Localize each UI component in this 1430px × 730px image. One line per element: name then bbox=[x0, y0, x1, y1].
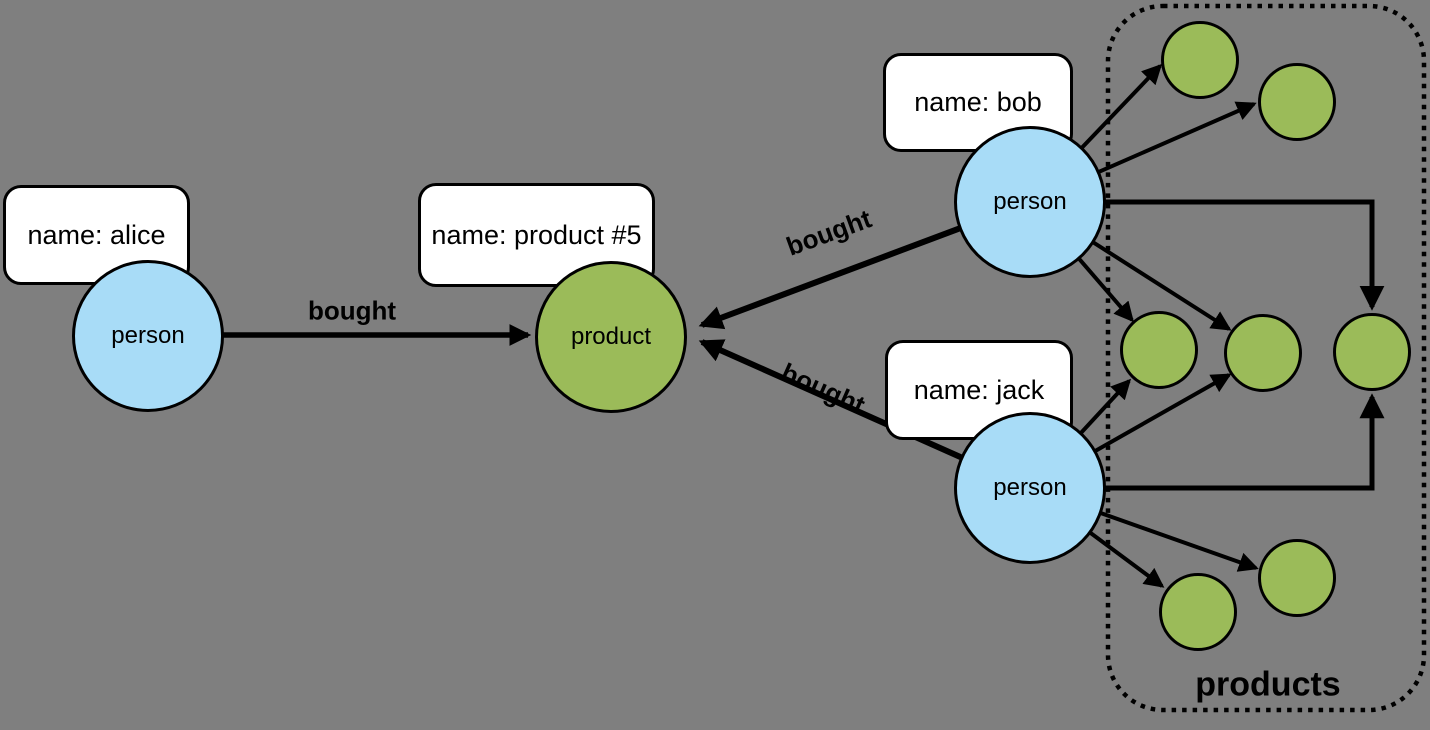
node-product-6 bbox=[1159, 573, 1237, 651]
node-person-alice: person bbox=[72, 260, 224, 412]
node-product-2 bbox=[1258, 63, 1336, 141]
node-product-5: product bbox=[535, 261, 687, 413]
property-text-product5: name: product #5 bbox=[431, 219, 642, 250]
node-person-bob: person bbox=[954, 126, 1106, 278]
property-text-alice: name: alice bbox=[27, 219, 166, 250]
node-label-bob: person bbox=[993, 188, 1067, 215]
products-cluster-border bbox=[1105, 3, 1427, 713]
node-label-product5: product bbox=[570, 323, 652, 350]
property-text-jack: name: jack bbox=[913, 374, 1045, 405]
node-label-alice: person bbox=[111, 322, 185, 349]
node-product-3 bbox=[1120, 311, 1198, 389]
products-cluster-label: products bbox=[1195, 665, 1341, 704]
edge-jack-product-5-orthogonal bbox=[1030, 393, 1385, 491]
node-product-1 bbox=[1161, 21, 1239, 99]
node-product-7 bbox=[1258, 539, 1336, 617]
node-person-jack: person bbox=[954, 412, 1106, 564]
edge-bob-product-5-orthogonal bbox=[1030, 199, 1385, 311]
node-product-5 bbox=[1333, 313, 1411, 391]
property-text-bob: name: bob bbox=[914, 87, 1042, 117]
edge-label-alice-bought: bought bbox=[307, 295, 397, 326]
node-product-4 bbox=[1224, 314, 1302, 392]
node-label-jack: person bbox=[993, 474, 1067, 501]
